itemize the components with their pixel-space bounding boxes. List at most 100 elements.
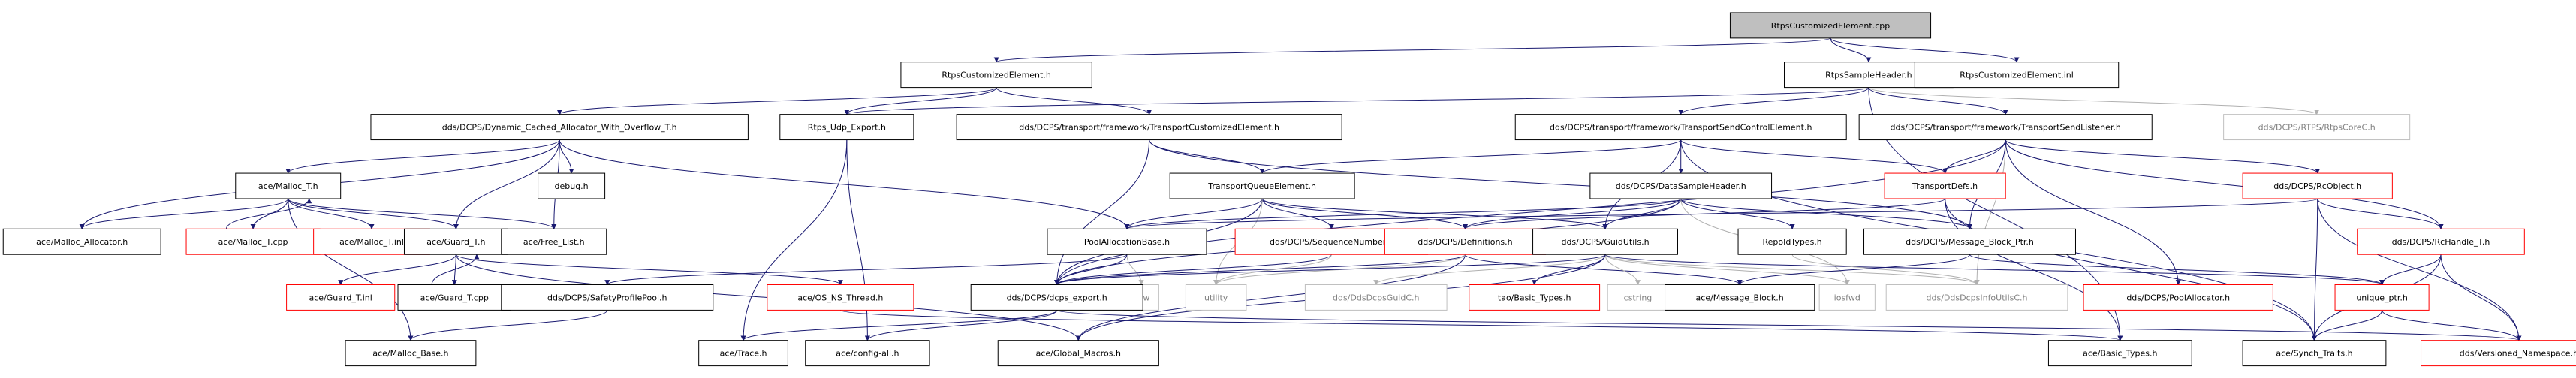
node-cstring[interactable]: cstring	[1607, 284, 1669, 310]
node-pab[interactable]: PoolAllocationBase.h	[1047, 228, 1207, 255]
node-label-tsce: dds/DCPS/transport/framework/TransportSe…	[1550, 123, 1812, 133]
node-box-malloc_t	[235, 172, 342, 200]
node-utility[interactable]: utility	[1185, 284, 1247, 310]
node-box-taobasic	[1469, 284, 1601, 310]
edge-tsl-to-rcobj	[2005, 140, 2321, 174]
node-guidutils[interactable]: dds/DCPS/GuidUtils.h	[1532, 228, 1678, 255]
node-box-synchtraits	[2242, 340, 2387, 367]
node-box-spp	[501, 284, 714, 310]
node-guard_t[interactable]: ace/Guard_T.h	[403, 228, 508, 255]
edge-guidutils-to-dcpsexp	[1054, 254, 1606, 286]
node-iosfwd[interactable]: iosfwd	[1818, 284, 1876, 310]
edge-seqnum-to-utility	[1213, 254, 1332, 286]
node-synchtraits[interactable]: ace/Synch_Traits.h	[2242, 340, 2387, 367]
edge-dcaow-to-malloc_t	[285, 140, 560, 174]
node-label-tce: dds/DCPS/transport/framework/TransportCu…	[1019, 123, 1279, 133]
node-box-versioned	[2421, 340, 2576, 367]
edge-tsl-to-tdefs	[1942, 140, 2006, 174]
node-box-rtpscorec	[2223, 114, 2411, 141]
node-uniqueptr[interactable]: unique_ptr.h	[2334, 284, 2430, 310]
node-rudp[interactable]: Rtps_Udp_Export.h	[779, 114, 914, 141]
edge-dcpsexp-to-trace	[740, 309, 1058, 341]
node-label-rcobj: dds/DCPS/RcObject.h	[2273, 182, 2361, 191]
edge-mbp-to-uniqueptr	[1969, 254, 2385, 286]
node-malloc_alloc[interactable]: ace/Malloc_Allocator.h	[2, 228, 161, 255]
edge-defs-to-msgblock	[1464, 254, 1743, 286]
node-malloc_base[interactable]: ace/Malloc_Base.h	[345, 340, 477, 367]
node-configall[interactable]: ace/config-all.h	[805, 340, 930, 367]
edge-guard_t-to-osns	[455, 254, 843, 286]
node-mbp[interactable]: dds/DCPS/Message_Block_Ptr.h	[1863, 228, 2076, 255]
node-label-iosfwd: iosfwd	[1834, 292, 1860, 302]
node-poolalloc[interactable]: dds/DCPS/PoolAllocator.h	[2083, 284, 2273, 310]
node-trace[interactable]: ace/Trace.h	[698, 340, 788, 367]
node-box-dsh	[1589, 172, 1773, 200]
node-ddsguidc[interactable]: dds/DdsDcpsGuidC.h	[1304, 284, 1448, 310]
node-label-tqe: TransportQueueElement.h	[1207, 182, 1316, 191]
node-label-ddsinfo: dds/DdsDcpsInfoUtilsC.h	[1927, 292, 2028, 302]
node-rce_h[interactable]: RtpsCustomizedElement.h	[900, 62, 1092, 88]
node-box-rce_h	[900, 62, 1092, 88]
node-spp[interactable]: dds/DCPS/SafetyProfilePool.h	[501, 284, 714, 310]
node-malloc_t[interactable]: ace/Malloc_T.h	[235, 172, 342, 200]
edge-seqnum-to-dcpsexp	[1054, 254, 1332, 286]
node-rchandle[interactable]: dds/DCPS/RcHandle_T.h	[2357, 228, 2525, 255]
node-guard_tcpp[interactable]: ace/Guard_T.cpp	[397, 284, 512, 310]
node-dsh[interactable]: dds/DCPS/DataSampleHeader.h	[1589, 172, 1773, 200]
node-label-free_list: ace/Free_List.h	[523, 237, 585, 247]
node-versioned[interactable]: dds/Versioned_Namespace.h	[2421, 340, 2576, 367]
edge-dcpsexp-to-versioned	[1056, 309, 2521, 341]
edge-tsce-to-tqe	[1259, 140, 1682, 174]
node-label-configall: ace/config-all.h	[836, 349, 899, 358]
node-label-rudp: Rtps_Udp_Export.h	[808, 123, 886, 133]
node-box-rce_inl	[1914, 62, 2120, 88]
node-msgblock[interactable]: ace/Message_Block.h	[1665, 284, 1815, 310]
node-acebasic[interactable]: ace/Basic_Types.h	[2047, 340, 2192, 367]
node-globalmacros[interactable]: ace/Global_Macros.h	[997, 340, 1159, 367]
node-dcpsexp[interactable]: dds/DCPS/dcps_export.h	[970, 284, 1143, 310]
node-free_list[interactable]: ace/Free_List.h	[501, 228, 607, 255]
node-tdefs[interactable]: TransportDefs.h	[1884, 172, 2006, 200]
node-guard_tinl[interactable]: ace/Guard_T.inl	[286, 284, 396, 310]
node-box-cstring	[1607, 284, 1669, 310]
node-ddsinfo[interactable]: dds/DdsDcpsInfoUtilsC.h	[1885, 284, 2068, 310]
node-osns[interactable]: ace/OS_NS_Thread.h	[767, 284, 914, 310]
node-rcobj[interactable]: dds/DCPS/RcObject.h	[2242, 172, 2393, 200]
edge-dsh-to-pab	[1124, 198, 1682, 230]
edge-uniqueptr-to-synchtraits	[2312, 310, 2383, 341]
node-label-trace: ace/Trace.h	[720, 349, 767, 358]
node-box-ddsinfo	[1885, 284, 2068, 310]
node-malloc_tcpp[interactable]: ace/Malloc_T.cpp	[185, 228, 321, 255]
edges-layer	[79, 38, 2522, 341]
edge-tce-to-mbp	[1149, 140, 1972, 230]
node-defs[interactable]: dds/DCPS/Definitions.h	[1384, 228, 1547, 255]
edge-guidutils-to-cstring	[1604, 254, 1641, 286]
node-tsl[interactable]: dds/DCPS/transport/framework/TransportSe…	[1858, 114, 2153, 141]
edge-mbp-to-msgblock	[1737, 254, 1970, 286]
node-taobasic[interactable]: tao/Basic_Types.h	[1469, 284, 1601, 310]
node-box-dcaow	[370, 114, 749, 141]
node-label-guard_t: ace/Guard_T.h	[426, 237, 485, 247]
edge-defs-to-dcpsexp	[1054, 254, 1466, 286]
node-box-free_list	[501, 228, 607, 255]
node-debug[interactable]: debug.h	[538, 172, 606, 200]
node-label-repoid: RepoIdTypes.h	[1762, 237, 1821, 247]
node-tce[interactable]: dds/DCPS/transport/framework/TransportCu…	[956, 114, 1342, 141]
node-label-versioned: dds/Versioned_Namespace.h	[2460, 349, 2576, 358]
node-label-utility: utility	[1204, 292, 1228, 302]
node-dcaow[interactable]: dds/DCPS/Dynamic_Cached_Allocator_With_O…	[370, 114, 749, 141]
node-rtpscorec[interactable]: dds/DCPS/RTPS/RtpsCoreC.h	[2223, 114, 2411, 141]
edge-rudp-to-trace	[740, 140, 848, 341]
edge-root-to-rsh_h	[1830, 38, 1872, 63]
node-repoid[interactable]: RepoIdTypes.h	[1737, 228, 1847, 255]
node-tqe[interactable]: TransportQueueElement.h	[1169, 172, 1355, 200]
node-rce_inl[interactable]: RtpsCustomizedElement.inl	[1914, 62, 2120, 88]
node-box-rcobj	[2242, 172, 2393, 200]
node-label-msgblock: ace/Message_Block.h	[1696, 292, 1784, 302]
node-tsce[interactable]: dds/DCPS/transport/framework/TransportSe…	[1514, 114, 1847, 141]
edge-tdefs-to-acebasic	[1945, 198, 2123, 341]
node-box-utility	[1185, 284, 1247, 310]
edge-dsh-to-defs	[1463, 198, 1682, 230]
node-label-rce_h: RtpsCustomizedElement.h	[942, 70, 1050, 80]
edge-defs-to-globalmacros	[1075, 254, 1466, 341]
